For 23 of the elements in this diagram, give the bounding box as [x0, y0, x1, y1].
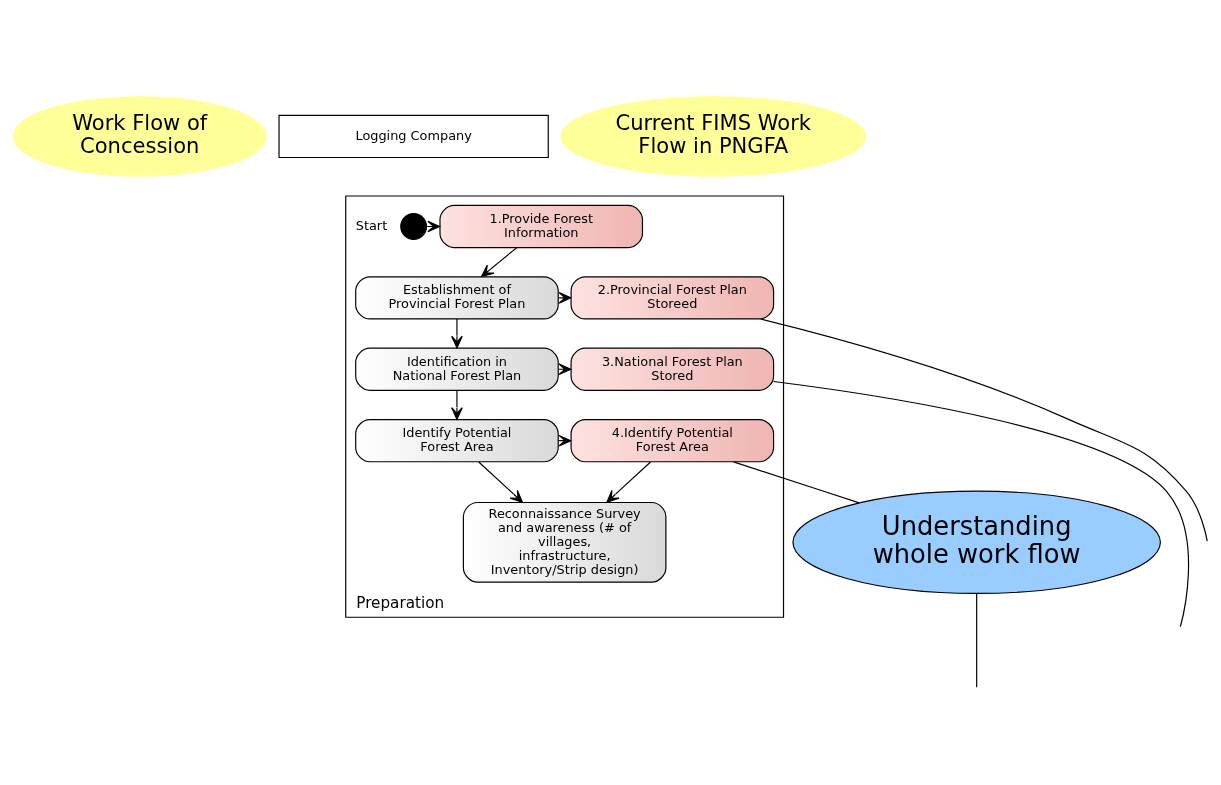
- connector: [732, 461, 860, 504]
- node-box: Reconnaissance Survey and awareness (# of villages, infrastructure, Inventory/Strip design): [462, 501, 667, 583]
- node-box: Logging Company: [278, 114, 549, 159]
- node-ellipse: Work Flow of Concession: [12, 96, 267, 177]
- node-box: 2.Provincial Forest Plan Storeed: [570, 276, 775, 320]
- node-box: 3.National Forest Plan Stored: [570, 347, 775, 391]
- arrow: [606, 461, 652, 503]
- arrow: [481, 247, 518, 278]
- node-label: Start: [355, 217, 388, 233]
- connector: [759, 318, 1208, 542]
- arrow: [478, 461, 523, 503]
- arrow: [427, 220, 441, 233]
- connector: [976, 593, 978, 688]
- arrow: [451, 318, 463, 349]
- node-box: 1.Provide Forest Information: [439, 204, 644, 249]
- arrow: [557, 434, 572, 447]
- node-ellipse: Understanding whole work flow: [792, 490, 1161, 595]
- arrow: [557, 292, 572, 304]
- arrow: [451, 389, 463, 420]
- node-ellipse: Current FIMS Work Flow in PNGFA: [560, 96, 867, 177]
- connector: [773, 380, 1190, 628]
- node-box: 4.Identify Potential Forest Area: [570, 419, 775, 463]
- arrow: [557, 363, 572, 376]
